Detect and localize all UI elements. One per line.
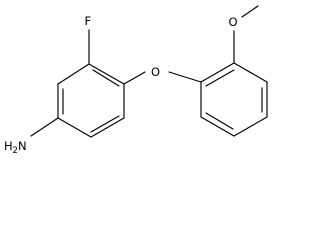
fluorine-label: F <box>85 14 92 28</box>
right-ring-bond-bottom-right <box>233 116 268 137</box>
left-aromatic-ring <box>57 63 125 138</box>
amine-n-label: N <box>18 139 27 153</box>
right-aromatic-ring <box>200 62 268 137</box>
substituent-bonds <box>30 5 259 137</box>
methyl-bond <box>241 5 259 18</box>
left-ring-bond-top <box>88 63 125 85</box>
ether-oxygen-label: O <box>151 65 160 79</box>
amine-subscript-label: 2 <box>13 146 18 155</box>
ether-oxygen-bond-left <box>123 71 146 85</box>
methoxy-oxygen-label: O <box>229 15 238 29</box>
left-ring-double-bond-inner-3 <box>90 115 120 133</box>
amine-bond <box>30 117 59 137</box>
amine-h-label: H <box>4 139 13 153</box>
left-ring-bond-upper-left <box>57 63 90 85</box>
left-ring-bond-lower-right <box>90 117 125 138</box>
left-ring-bond-lower-left <box>57 117 92 138</box>
chemical-structure-diagram: F O O H 2 N <box>4 5 268 155</box>
left-ring-double-bond-inner-2 <box>92 69 120 87</box>
right-ring-bond-bottom-left <box>200 116 235 137</box>
right-ring-double-bond-inner-3 <box>205 112 234 130</box>
right-ring-double-bond-inner-1 <box>205 69 235 87</box>
atom-labels: F O O H 2 N <box>4 14 238 155</box>
ether-oxygen-bond-right <box>168 71 202 83</box>
right-ring-bond-top-right <box>233 62 268 83</box>
right-ring-bond-top-left <box>200 62 235 83</box>
